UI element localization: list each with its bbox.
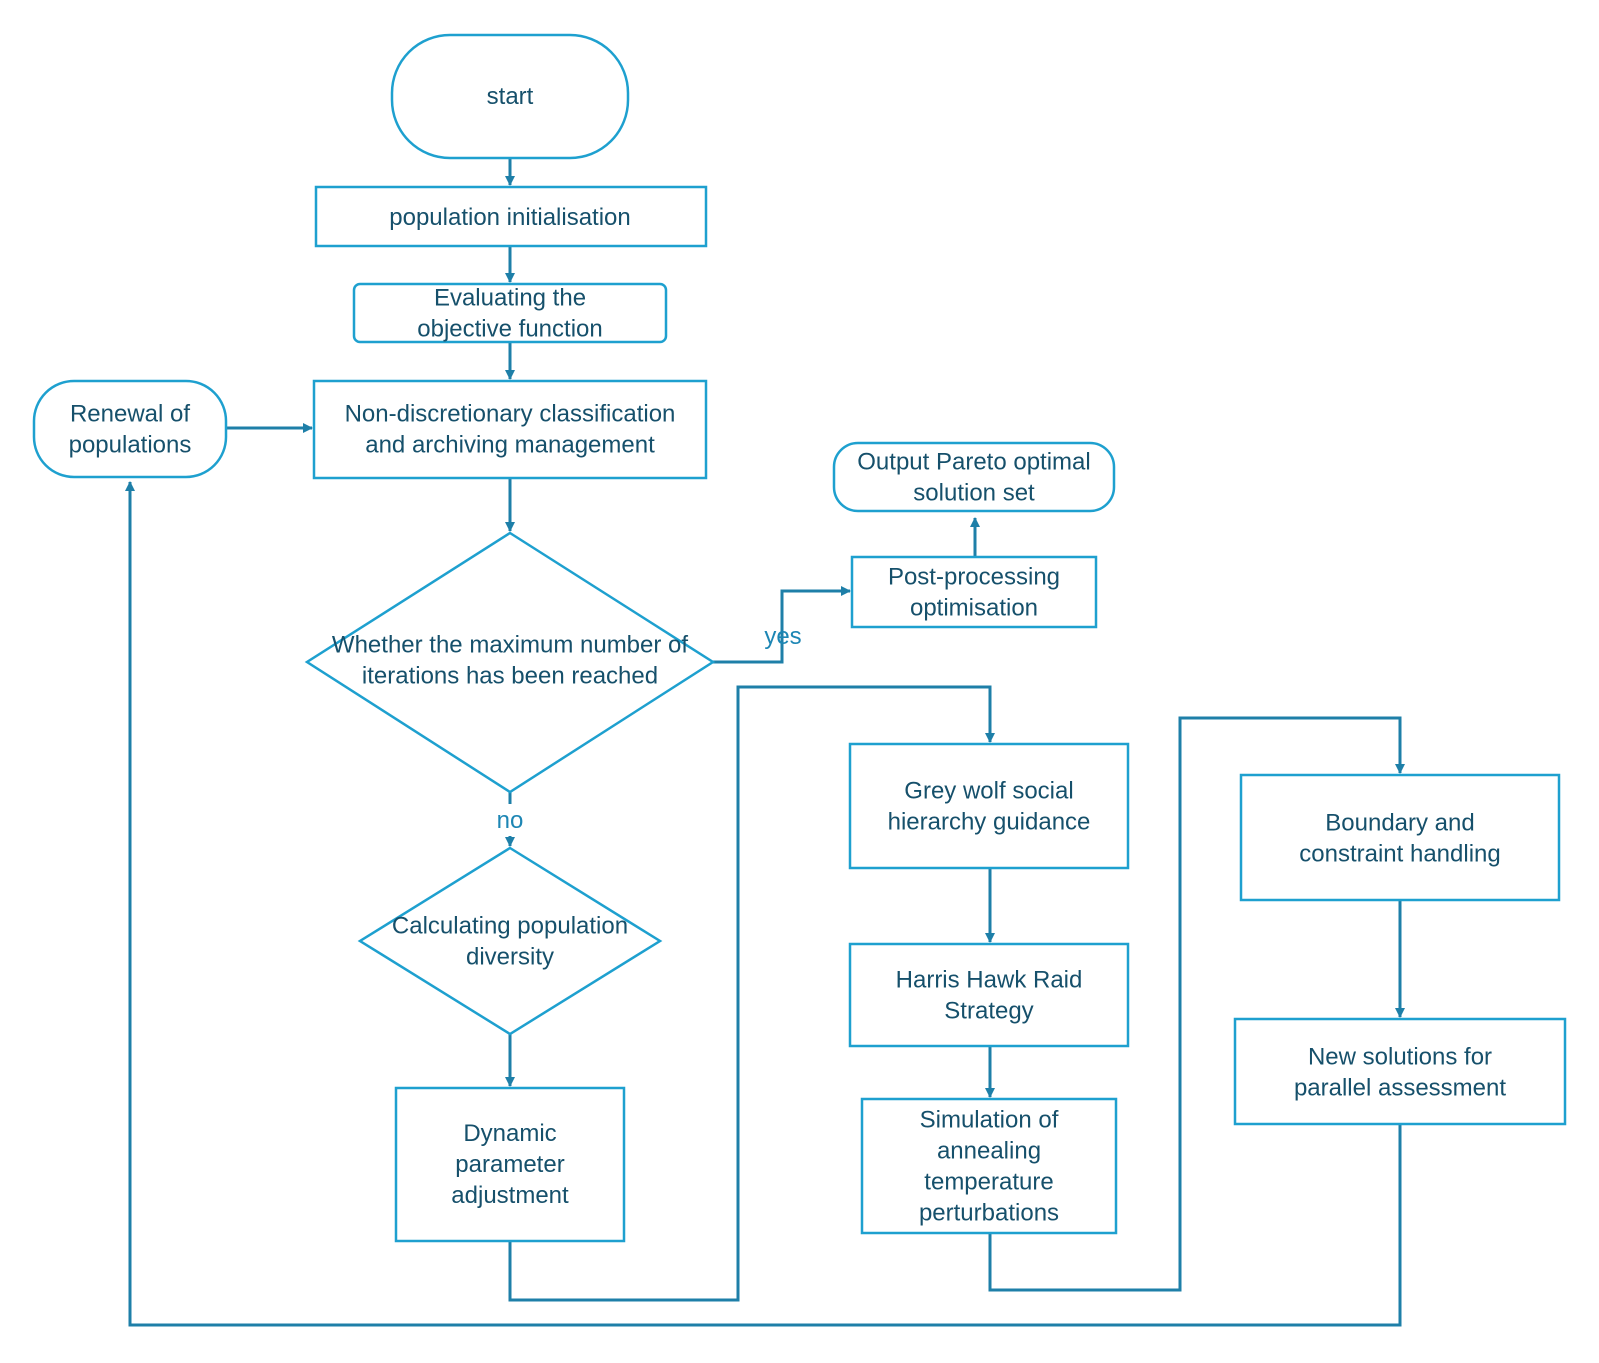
yes-label: yes bbox=[764, 623, 801, 650]
edge-annealing-to-boundary bbox=[988, 716, 1405, 1292]
population-init-label: population initialisation bbox=[389, 204, 631, 231]
start-node: start bbox=[390, 33, 630, 160]
nodes: start population initialisation Evaluati… bbox=[32, 33, 1567, 1243]
edge-new-solutions-to-renewal bbox=[125, 481, 1402, 1327]
no-label: no bbox=[497, 807, 524, 834]
edge-max-iter-to-post-processing bbox=[713, 586, 851, 664]
population-init-node: population initialisation bbox=[314, 185, 708, 248]
edges bbox=[125, 158, 1405, 1327]
start-label: start bbox=[487, 83, 534, 110]
edge-dynamic-param-to-grey-wolf bbox=[508, 685, 995, 1302]
